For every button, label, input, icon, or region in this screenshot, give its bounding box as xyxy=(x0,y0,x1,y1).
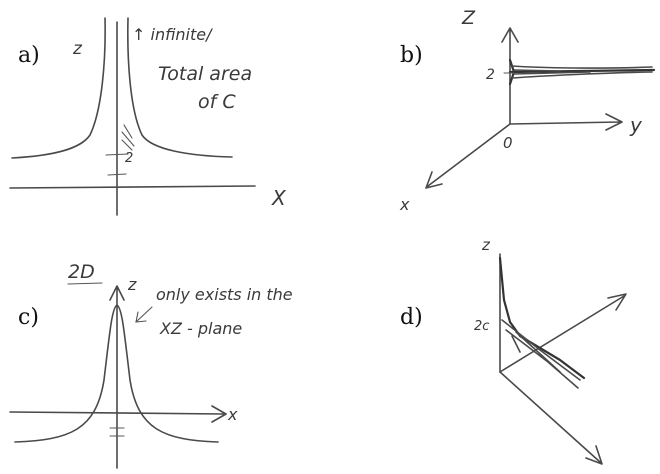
panel-c-pointer-arrow xyxy=(135,306,153,323)
panel-a-shading xyxy=(121,124,135,151)
panel-b-x-label: x xyxy=(399,195,410,214)
panel-a-x-axis xyxy=(9,185,256,189)
panel-b-origin-label: 0 xyxy=(503,134,513,152)
panel-d: d) z 2c xyxy=(400,236,627,465)
panel-a-curve-right xyxy=(127,17,233,158)
panel-c-label: c) xyxy=(18,305,39,330)
panel-c-heading-underline xyxy=(67,282,103,285)
panel-a-note-line3: of C xyxy=(198,91,236,113)
panel-a-ticks xyxy=(105,153,129,176)
panel-c-x-label: x xyxy=(227,405,238,424)
panel-c-curve xyxy=(14,304,219,443)
panel-c-note-line2: XZ - plane xyxy=(159,319,242,338)
panel-c-note-line1: only exists in the xyxy=(156,285,293,304)
panel-b-spike-shading xyxy=(511,65,653,79)
panel-b-y-axis xyxy=(509,113,623,131)
panel-c-ticks xyxy=(109,427,125,437)
panel-d-tick-label: 2c xyxy=(474,319,489,334)
panel-b-y-label: y xyxy=(629,113,643,137)
panel-a-x-label: X xyxy=(271,186,287,210)
panel-d-y-axis xyxy=(499,293,627,373)
panel-c: c) 2D z x only exists in the XZ - plane xyxy=(9,261,293,469)
panel-a-z-label: z xyxy=(72,39,83,59)
panel-d-spike xyxy=(498,256,586,380)
panel-b-label: b) xyxy=(400,43,423,68)
panel-a-note-line1: ↑ infinite/ xyxy=(132,25,213,44)
panel-a-tick-label: 2 xyxy=(125,151,133,166)
panel-c-z-axis xyxy=(109,285,125,469)
panel-a-note-line2: Total area xyxy=(158,63,252,85)
panel-a-label: a) xyxy=(18,43,40,68)
panel-c-x-axis xyxy=(9,405,227,423)
panel-d-shading xyxy=(501,319,581,389)
panel-b: b) Z 2 0 y x xyxy=(399,7,656,214)
panel-b-x-axis xyxy=(425,123,511,189)
panel-b-tick-label: 2 xyxy=(486,67,495,83)
panel-d-label: d) xyxy=(400,305,423,330)
panel-a: a) z 2 X ↑ infinite/ Total area of C xyxy=(9,17,287,216)
panel-d-z-label: z xyxy=(481,236,491,254)
panel-b-z-label: Z xyxy=(461,7,476,29)
panel-a-curve-left xyxy=(11,17,106,159)
panel-c-z-label: z xyxy=(127,275,137,294)
panel-c-heading: 2D xyxy=(68,261,95,283)
panel-b-spike xyxy=(508,58,656,86)
panel-b-z-axis xyxy=(501,27,519,125)
panel-d-x-axis xyxy=(499,371,603,465)
